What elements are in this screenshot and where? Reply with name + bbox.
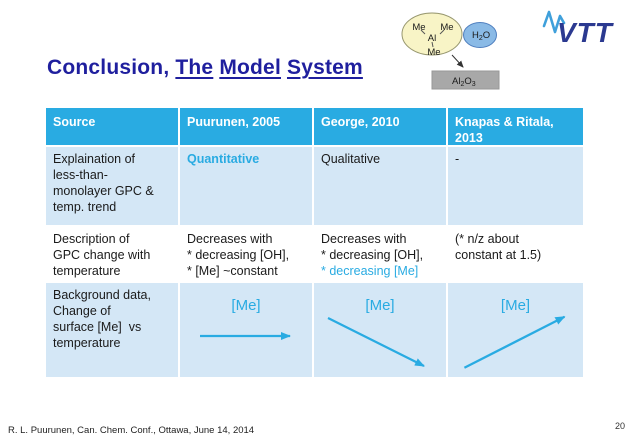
ligand-label: Me	[412, 22, 425, 33]
cell-text: * [Me] ~constant	[187, 264, 278, 278]
bond-line	[431, 41, 434, 48]
slide-page-number: 20	[614, 421, 625, 431]
substrate-box	[431, 70, 500, 90]
vtt-logo: VTT	[542, 10, 615, 48]
substrate-label: Al2O3	[452, 76, 476, 88]
cell-text: Qualitative	[321, 152, 381, 166]
metal-precursor-ellipse	[401, 12, 463, 56]
row-explanation-puurunen-cell: Quantitative	[180, 147, 314, 227]
cell-text: surface [Me] vs	[53, 320, 142, 334]
trend-cell-george: [Me]	[314, 283, 448, 377]
row-explanation-knapas-cell: -	[448, 147, 583, 227]
row-explanation-george-cell: Qualitative	[314, 147, 448, 227]
row-description-puurunen-cell: Decreases with * decreasing [OH], * [Me]…	[180, 227, 314, 283]
cell-text: Decreases with	[321, 232, 407, 246]
cell-text: temp. trend	[53, 200, 117, 214]
title-prefix: Conclusion,	[47, 56, 170, 79]
title-word-the: The	[175, 56, 214, 79]
title-word-system: System	[286, 56, 363, 79]
deposition-arrow-icon	[451, 54, 464, 68]
cell-text: * decreasing [OH],	[321, 248, 424, 262]
vtt-logo-text: VTT	[557, 17, 615, 48]
cell-text: GPC change with	[53, 248, 151, 262]
me-concentration-label: [Me]	[500, 297, 531, 314]
footer-citation: R. L. Puurunen, Can. Chem. Conf., Ottawa…	[8, 425, 255, 436]
table-header-source: Source	[46, 108, 180, 147]
cell-text: constant at 1.5)	[455, 248, 542, 262]
row-explanation-source-cell: Explaination of less-than- monolayer GPC…	[46, 147, 180, 227]
trend-constant-arrow-icon	[200, 332, 291, 340]
trend-decreasing-arrow-icon	[327, 317, 425, 367]
row-description-knapas-cell: (* n/z about constant at 1.5)	[448, 227, 583, 283]
cell-text: monolayer GPC &	[53, 184, 154, 198]
row-background-source-cell: Background data, Change of surface [Me] …	[46, 283, 180, 377]
alumina-ald-diagram: Me Me Al Me H2O Al2O3	[401, 12, 500, 90]
cell-text: (* n/z about	[455, 232, 519, 246]
bond-line	[420, 29, 426, 35]
metal-center-label: Al	[428, 33, 436, 44]
me-concentration-label: [Me]	[365, 297, 395, 314]
cell-text: less-than-	[53, 168, 108, 182]
cell-text: temperature	[53, 264, 121, 278]
table-header-george-2010: George, 2010	[314, 108, 448, 147]
cell-text-accent: * decreasing [Me]	[321, 264, 419, 278]
me-concentration-label: [Me]	[231, 297, 261, 314]
table-header-knapas-ritala-2013: Knapas & Ritala, 2013	[448, 108, 583, 147]
cell-text: Quantitative	[187, 152, 260, 166]
row-description-source-cell: Description of GPC change with temperatu…	[46, 227, 180, 283]
cell-text: Change of	[53, 304, 111, 318]
cell-text: Decreases with	[187, 232, 273, 246]
trend-increasing-arrow-icon	[463, 315, 566, 369]
trend-cell-knapas: [Me]	[448, 283, 583, 377]
water-molecule-circle	[463, 22, 497, 48]
cell-text: * decreasing [OH],	[187, 248, 290, 262]
cell-text: -	[455, 152, 460, 166]
cell-text: Description of	[53, 232, 130, 246]
ligand-label: Me	[427, 47, 440, 58]
trend-cell-puurunen: [Me]	[180, 283, 314, 377]
table-header-puurunen-2005: Puurunen, 2005	[180, 108, 314, 147]
title-word-model: Model	[219, 56, 281, 79]
ligand-label: Me	[440, 22, 453, 33]
bond-line	[439, 29, 445, 35]
vtt-pulse-icon	[542, 10, 566, 34]
row-description-george-cell: Decreases with * decreasing [OH], * decr…	[314, 227, 448, 283]
cell-text: temperature	[53, 336, 121, 350]
water-label: H2O	[472, 30, 490, 42]
cell-text: Explaination of	[53, 152, 136, 166]
cell-text: Background data,	[53, 288, 151, 302]
comparison-table: Source Puurunen, 2005 George, 2010 Knapa…	[46, 108, 583, 377]
